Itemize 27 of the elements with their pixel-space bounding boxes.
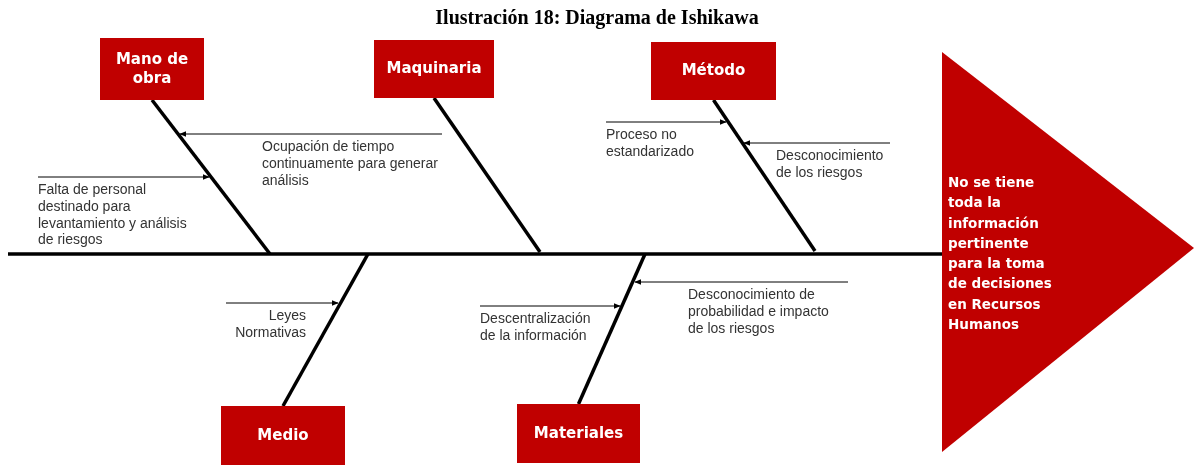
category-box: Método [651, 42, 776, 100]
cause-arrow [225, 300, 339, 306]
fishbone-line [712, 99, 817, 252]
category-box: Maquinaria [374, 40, 494, 98]
fishbone-line [150, 98, 272, 256]
category-box: Mano de obra [100, 38, 204, 100]
fishbone-line [576, 253, 647, 405]
cause-text: Descentralización de la información [480, 310, 592, 344]
cause-arrow [634, 279, 849, 285]
category-box: Medio [221, 406, 345, 465]
cause-text: Desconocimiento de los riesgos [776, 147, 885, 181]
cause-arrow [605, 119, 727, 125]
fishbone-line [432, 97, 542, 253]
cause-arrow [479, 303, 621, 309]
diagram-title: Ilustración 18: Diagrama de Ishikawa [434, 6, 760, 29]
cause-text: Ocupación de tiempo continuamente para generar análisis [262, 138, 439, 189]
cause-arrow [179, 131, 443, 137]
cause-arrow [37, 174, 210, 180]
effect-text: No se tiene toda la información pertinente para la toma de decisiones en Recursos Humanos [948, 173, 1053, 334]
fishbone-line [281, 253, 370, 407]
cause-arrow [743, 140, 891, 146]
cause-text: Proceso no estandarizado [606, 126, 695, 160]
cause-text: Falta de personal destinado para levantamiento y análisis de riesgos [38, 181, 188, 249]
cause-text: Desconocimiento de probabilidad e impacto de los riesgos [688, 286, 830, 337]
fishbone-line [8, 252, 942, 256]
category-box: Materiales [517, 404, 640, 463]
cause-text: Leyes Normativas [234, 307, 306, 341]
